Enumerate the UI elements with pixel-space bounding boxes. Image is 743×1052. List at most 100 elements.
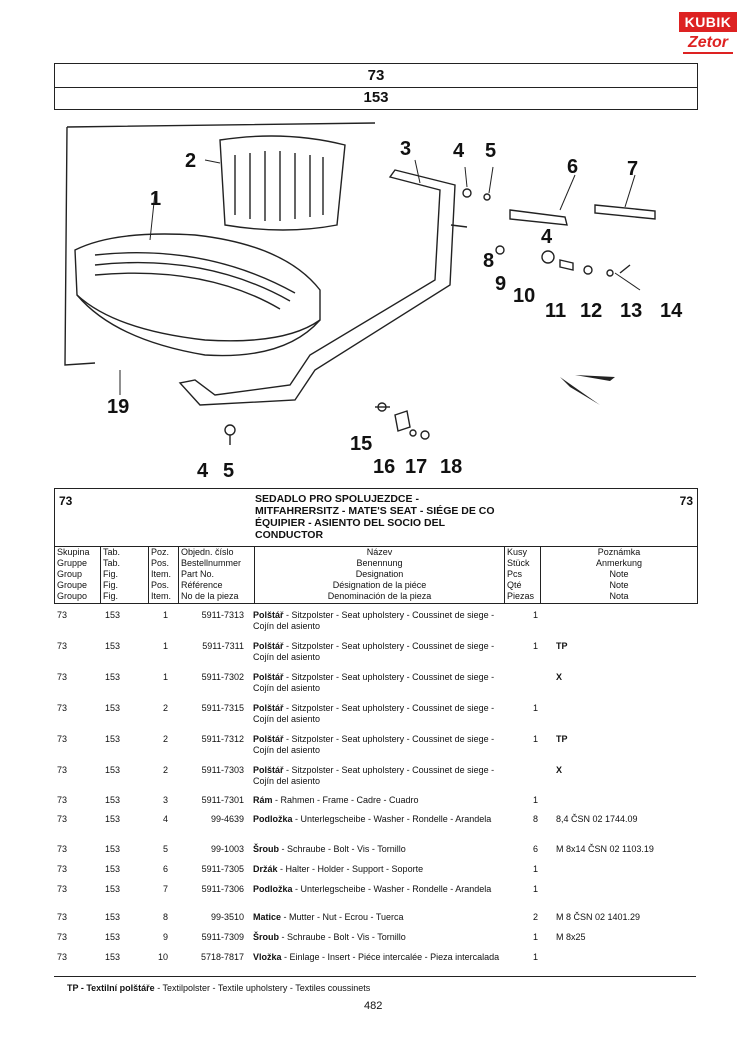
designation-czech: Polštář [253,703,284,713]
cell-part-number: 5911-7315 [201,703,244,713]
cell-part-number: 5911-7303 [201,765,244,775]
column-header-line: Denominación de la pieza [327,591,432,601]
callout-15: 15 [350,433,372,455]
kubik-zetor-logo: KUBIK Zetor [679,12,737,62]
column-header-line: Tab. [103,547,121,557]
callout-8: 8 [483,250,494,272]
designation-czech: Matice [253,912,282,922]
cell-part-number: 5718-7817 [200,952,244,962]
cell-part-number: 5911-7313 [201,610,244,620]
designation-translations: - Halter - Holder - Support - Soporte [277,864,424,874]
column-header-line: Poz. [151,547,170,557]
cell-part-number: 5911-7302 [201,672,244,682]
column-header-line: Fig. [103,591,119,601]
designation-czech: Podložka [253,884,293,894]
cell-quantity: 1 [532,952,538,962]
cell-tab: 153 [105,734,121,744]
cell-part-number: 5911-7305 [201,864,244,874]
cell-tab: 153 [105,844,121,854]
cell-part-number: 99-4639 [210,814,244,824]
column-header-line: Fig. [103,580,119,590]
cell-designation: Matice - Mutter - Nut - Ecrou - Tuerca [253,912,503,923]
designation-translations: - Sitzpolster - Seat upholstery - Coussi… [253,734,495,755]
callout-13: 13 [620,300,642,322]
callout-11: 11 [545,300,566,322]
cell-pos: 4 [162,814,168,824]
column-header-line: Objedn. číslo [181,547,234,557]
column-header-line: Item. [151,591,172,601]
column-header-line: Pos. [151,580,170,590]
cell-quantity: 1 [532,864,538,874]
cell-quantity: 6 [532,844,538,854]
cell-part-number: 99-1003 [210,844,244,854]
column-header-line: Group [57,569,83,579]
cell-designation: Polštář - Sitzpolster - Seat upholstery … [253,641,503,663]
footer-divider [54,976,696,977]
callout-2: 2 [185,150,196,172]
cell-pos: 1 [162,641,168,651]
cell-designation: Podložka - Unterlegscheibe - Washer - Ro… [253,884,503,895]
column-header-line: Nota [609,591,629,601]
footnote: TP - Textilní polštáře - Textilpolster -… [67,983,370,993]
cell-quantity: 1 [532,610,538,620]
column-header-line: Název [366,547,393,557]
designation-translations: - Sitzpolster - Seat upholstery - Coussi… [253,641,495,662]
cell-group: 73 [57,795,68,805]
callout-1: 1 [150,188,161,210]
designation-translations: - Mutter - Nut - Ecrou - Tuerca [281,912,404,922]
cell-part-number: 99-3510 [210,912,244,922]
callout-4b: 4 [541,226,553,248]
cell-tab: 153 [105,932,121,942]
cell-pos: 1 [162,672,168,682]
designation-czech: Polštář [253,641,284,651]
designation-czech: Vložka [253,952,282,962]
cell-designation: Rám - Rahmen - Frame - Cadre - Cuadro [253,795,503,806]
cell-pos: 1 [162,610,168,620]
designation-czech: Polštář [253,610,284,620]
cell-note: TP [556,734,568,744]
cell-group: 73 [57,864,68,874]
cell-quantity: 1 [532,932,538,942]
cell-quantity: 1 [532,734,538,744]
cell-tab: 153 [105,703,121,713]
column-header-line: Part No. [181,569,215,579]
cell-tab: 153 [105,952,121,962]
column-header-line: Référence [181,580,223,590]
callout-16: 16 [373,456,395,478]
cell-tab: 153 [105,795,121,805]
cell-group: 73 [57,734,68,744]
column-header-line: Piezas [507,591,535,601]
cell-part-number: 5911-7306 [201,884,244,894]
logo-brand: KUBIK [679,12,737,32]
designation-czech: Polštář [253,734,284,744]
cell-pos: 9 [162,932,168,942]
callout-7: 7 [627,158,638,180]
cell-designation: Polštář - Sitzpolster - Seat upholstery … [253,734,503,756]
footnote-bold: TP - Textilní polštáře [67,983,155,993]
section-group-right: 73 [679,494,693,508]
column-header-line: Gruppe [57,558,88,568]
column-header-2: Poz.Pos.Item.Pos.Item. [149,547,179,603]
designation-translations: - Unterlegscheibe - Washer - Rondelle - … [292,814,492,824]
cell-note: M 8 ČSN 02 1401.29 [556,912,641,922]
cell-quantity: 1 [532,884,538,894]
column-header-line: Groupe [57,580,88,590]
cell-tab: 153 [105,814,121,824]
designation-translations: - Unterlegscheibe - Washer - Rondelle - … [292,884,492,894]
callout-19: 19 [107,396,129,418]
column-header-line: Tab. [103,558,121,568]
column-header-line: Anmerkung [595,558,643,568]
column-header-line: Skupina [57,547,90,557]
cell-tab: 153 [105,765,121,775]
cell-tab: 153 [105,864,121,874]
callout-12: 12 [580,300,602,322]
section-header: 73 SEDADLO PRO SPOLUJEZDCE - MITFAHRERSI… [54,488,698,547]
callout-10: 10 [513,285,535,307]
cell-part-number: 5911-7309 [201,932,244,942]
callout-9: 9 [495,273,506,295]
exploded-parts-diagram: 1 2 3 4 5 6 7 8 4 9 10 11 12 13 14 15 16… [64,122,683,482]
